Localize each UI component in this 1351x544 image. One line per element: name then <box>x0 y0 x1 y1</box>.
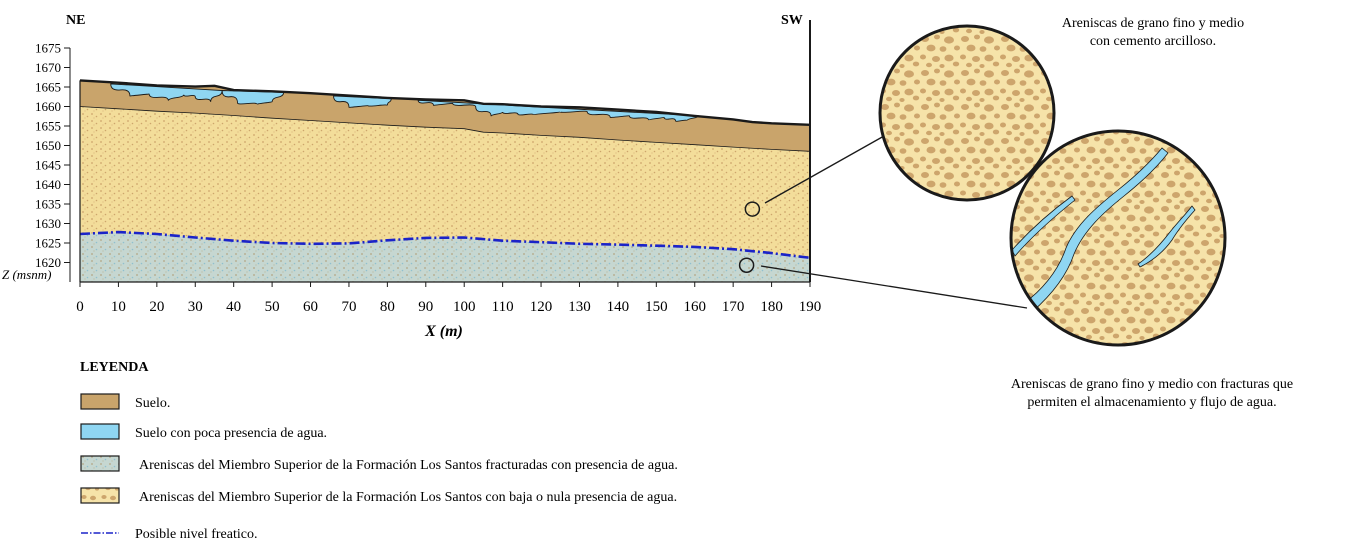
y-tick-label: 1620 <box>35 255 61 270</box>
callout-line-top <box>764 135 885 204</box>
x-tick-label: 10 <box>111 299 126 315</box>
fracture-left <box>1011 195 1076 257</box>
water-table-line <box>79 230 811 260</box>
x-tick-label: 50 <box>265 299 280 315</box>
x-tick-label: 170 <box>722 299 745 315</box>
x-tick-label: 180 <box>760 299 783 315</box>
callout-marker-1 <box>744 201 761 217</box>
legend-swatch-wet-sandstone <box>80 455 120 472</box>
soil-base-contact <box>79 106 811 152</box>
y-tick-label: 1665 <box>35 80 61 95</box>
y-tick-label: 1635 <box>35 197 61 212</box>
direction-ne: NE <box>66 13 85 28</box>
wet-soil-lens-3 <box>333 95 392 108</box>
dry-sandstone-layer <box>80 106 810 258</box>
callout-line-bottom <box>760 265 1028 309</box>
x-tick-label: 80 <box>380 299 395 315</box>
legend-swatch-dry-sandstone <box>80 487 120 504</box>
wet-soil-lens-4 <box>417 99 700 122</box>
fracture-main <box>1023 147 1169 313</box>
x-tick-label: 20 <box>149 299 164 315</box>
x-axis-ticks: 0 10 20 30 40 50 60 70 80 90 100 110 120 130 140 150 160… <box>76 282 821 315</box>
y-tick-label: 1630 <box>35 216 61 231</box>
legend-title: LEYENDA <box>80 360 149 375</box>
y-tick-label: 1640 <box>35 177 61 192</box>
y-tick-label: 1675 <box>35 41 61 56</box>
direction-sw: SW <box>781 13 803 28</box>
callout-marker-2 <box>738 257 755 273</box>
magnified-fractured-sandstone <box>1009 129 1227 347</box>
x-tick-label: 90 <box>418 299 433 315</box>
magnified-sandstone-clay-cement <box>878 24 1056 202</box>
fracture-right <box>1137 205 1196 268</box>
x-tick-label: 190 <box>799 299 822 315</box>
wet-sandstone-layer <box>80 232 810 282</box>
caption-top-line-2: con cemento arcilloso. <box>1090 34 1216 49</box>
callout-markers <box>738 201 761 273</box>
geologic-cross-section <box>79 20 811 283</box>
legend: LEYENDA Suelo. Suelo con poca presencia … <box>80 360 678 542</box>
legend-label-wet-soil: Suelo con poca presencia de agua. <box>135 426 327 441</box>
legend-swatch-soil <box>80 393 120 410</box>
y-tick-label: 1655 <box>35 119 61 134</box>
caption-top-line-1: Areniscas de grano fino y medio <box>1062 16 1244 31</box>
y-tick-label: 1625 <box>35 236 61 251</box>
x-tick-label: 0 <box>76 299 84 315</box>
x-tick-label: 40 <box>226 299 241 315</box>
wet-soil-lens-1 <box>110 83 223 102</box>
legend-label-soil: Suelo. <box>135 396 170 411</box>
y-tick-label: 1645 <box>35 158 61 173</box>
x-tick-label: 30 <box>188 299 203 315</box>
caption-bottom-line-1: Areniscas de grano fino y medio con frac… <box>1011 377 1293 392</box>
x-tick-label: 70 <box>341 299 356 315</box>
legend-swatch-wet-soil <box>80 423 120 440</box>
ground-surface-line <box>79 79 811 126</box>
x-axis-label: X (m) <box>424 323 463 340</box>
legend-label-wet-sandstone: Areniscas del Miembro Superior de la For… <box>139 458 678 473</box>
x-tick-label: 110 <box>492 299 514 315</box>
x-tick-label: 140 <box>607 299 630 315</box>
x-tick-label: 150 <box>645 299 668 315</box>
y-axis-label: Z (msnm) <box>2 267 51 282</box>
caption-bottom-line-2: permiten el almacenamiento y flujo de ag… <box>1027 395 1276 410</box>
wet-soil-lenses <box>110 83 700 122</box>
legend-label-water-table: Posible nivel freatico. <box>135 527 257 542</box>
y-tick-label: 1670 <box>35 60 61 75</box>
wet-soil-lens-2 <box>221 90 285 105</box>
x-tick-label: 130 <box>568 299 591 315</box>
x-tick-label: 120 <box>530 299 553 315</box>
legend-label-dry-sandstone: Areniscas del Miembro Superior de la For… <box>139 490 677 505</box>
y-axis-ticks: 1675 1670 1665 1660 1655 1650 1645 1640 1635 1630… <box>35 41 71 282</box>
x-tick-label: 160 <box>683 299 706 315</box>
x-tick-label: 100 <box>453 299 476 315</box>
y-tick-label: 1660 <box>35 99 61 114</box>
y-tick-label: 1650 <box>35 138 61 153</box>
x-tick-label: 60 <box>303 299 318 315</box>
